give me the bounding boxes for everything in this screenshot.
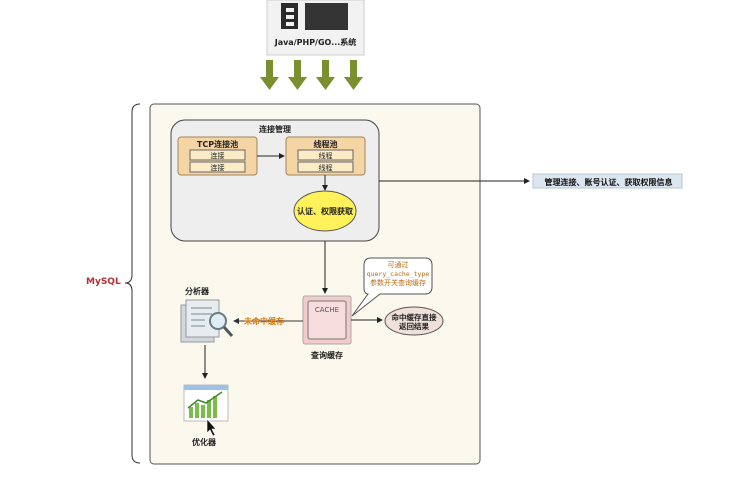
tcp-row-1 bbox=[189, 149, 246, 161]
thread-row-1-label: 线程 bbox=[318, 152, 333, 160]
cache-label: CACHE bbox=[314, 306, 340, 314]
client-icon-right bbox=[305, 3, 348, 30]
mysql-bracket bbox=[124, 103, 141, 464]
auth-label: 认证、权限获取 bbox=[297, 207, 353, 216]
green-arrows bbox=[260, 60, 363, 90]
client-label: Java/PHP/GO...系统 bbox=[274, 38, 357, 47]
connection-manager-title: 连接管理 bbox=[259, 125, 291, 134]
cache-tip-line-1: 可通过 bbox=[387, 261, 409, 269]
analyzer-label: 分析器 bbox=[185, 287, 209, 296]
analyzer-icon bbox=[180, 299, 234, 343]
mysql-label: MySQL bbox=[86, 277, 121, 287]
cache-tip-line-3: 参数开关查询缓存 bbox=[370, 279, 426, 287]
tcp-row-1-label: 连接 bbox=[210, 152, 225, 160]
thread-row-2 bbox=[297, 161, 354, 173]
cache-caption: 查询缓存 bbox=[311, 351, 343, 360]
cache-tip-line-2: query_cache_type bbox=[366, 270, 430, 278]
side-note-box bbox=[532, 173, 683, 189]
cache-tip-bubble bbox=[351, 257, 433, 317]
thread-pool-title: 线程池 bbox=[313, 140, 338, 149]
optimizer-icon bbox=[183, 384, 229, 422]
hit-line-1: 命中缓存直接 bbox=[391, 313, 437, 322]
cache-miss-label: 未命中缓存 bbox=[244, 317, 284, 326]
tcp-row-2 bbox=[189, 161, 246, 173]
auth-ellipse bbox=[293, 190, 357, 232]
hit-ellipse bbox=[384, 306, 444, 336]
tcp-row-2-label: 连接 bbox=[210, 164, 225, 172]
thread-row-1 bbox=[297, 149, 354, 161]
thread-row-2-label: 线程 bbox=[318, 164, 333, 172]
side-note-label: 管理连接、账号认证、获取权限信息 bbox=[544, 178, 673, 187]
cache-tip-text: 可通过 query_cache_type 参数开关查询缓存 bbox=[364, 261, 432, 288]
tcp-pool-title: TCP连接池 bbox=[196, 140, 239, 149]
mouse-cursor-icon bbox=[206, 418, 217, 437]
hit-line-2: 返回结果 bbox=[399, 322, 429, 331]
hit-text: 命中缓存直接 返回结果 bbox=[385, 313, 443, 331]
optimizer-label: 优化器 bbox=[192, 438, 216, 447]
